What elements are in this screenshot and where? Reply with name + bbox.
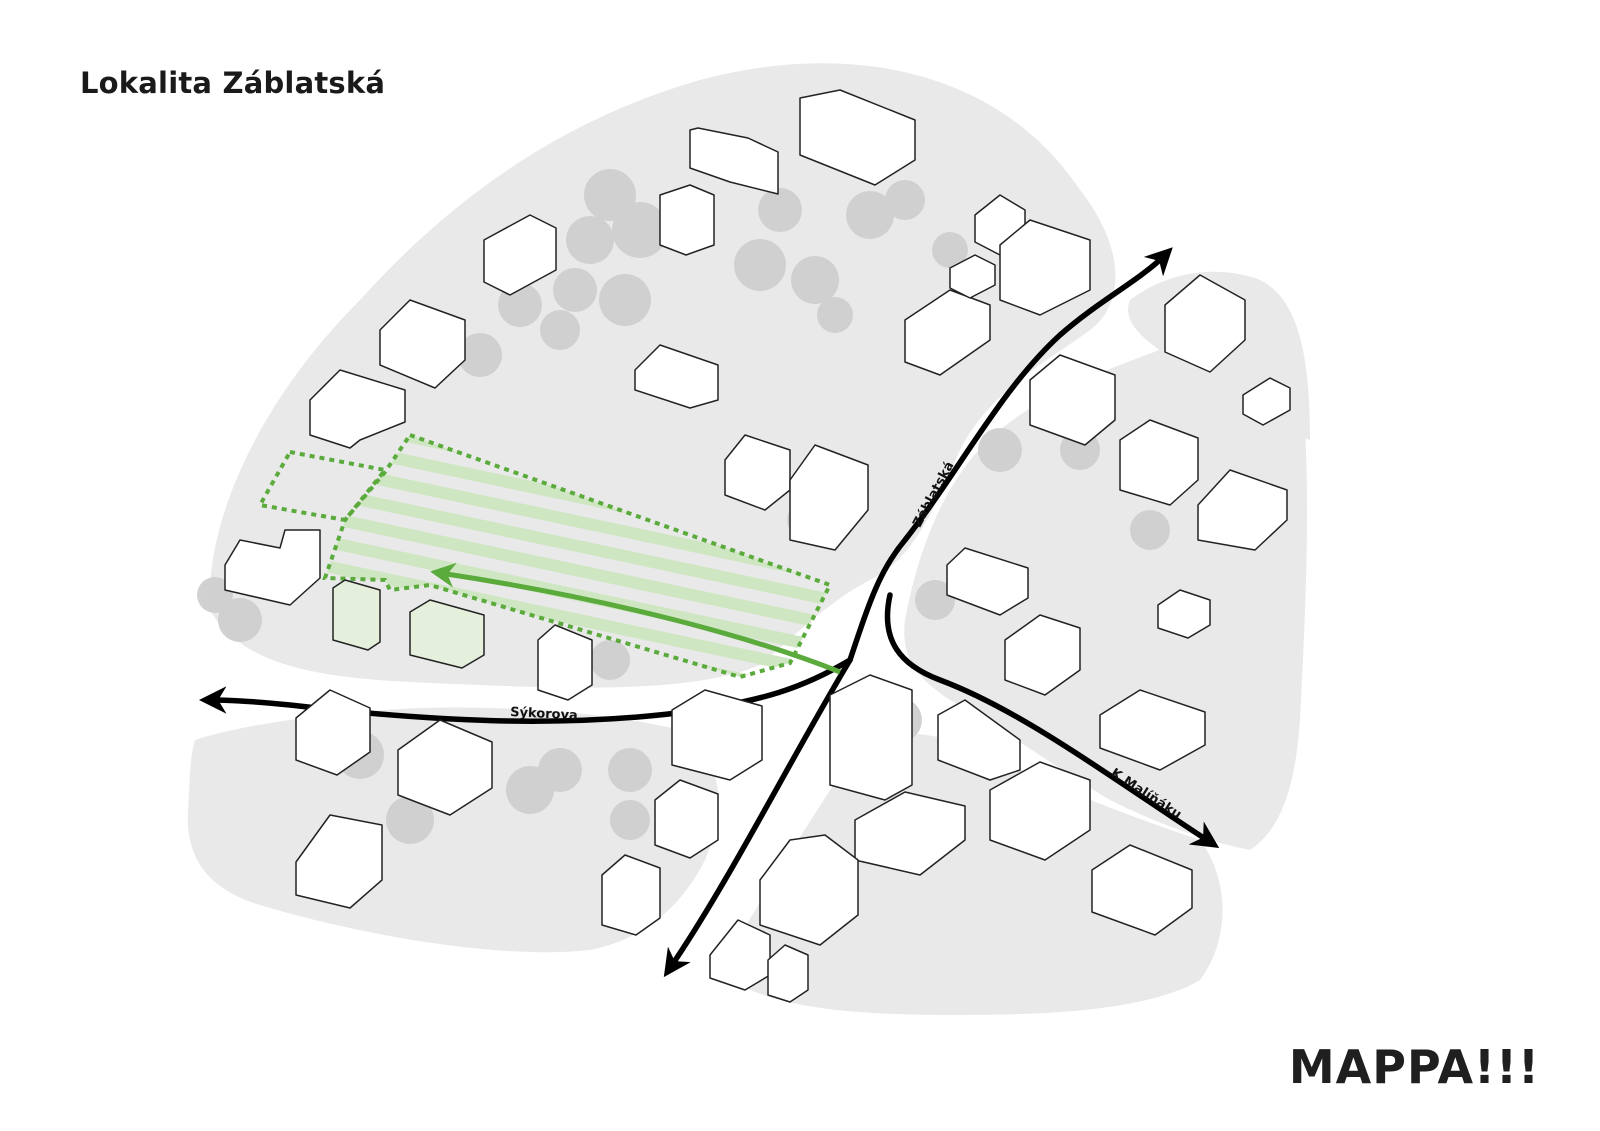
building — [989, 761, 1091, 861]
tree — [791, 256, 839, 304]
tree — [590, 640, 630, 680]
development-site — [256, 432, 833, 680]
building — [332, 579, 381, 651]
building — [689, 127, 779, 195]
tree — [612, 202, 668, 258]
building — [601, 854, 661, 936]
building — [1242, 377, 1291, 426]
building — [937, 699, 1021, 781]
building — [799, 89, 916, 186]
tree — [610, 800, 650, 840]
building — [654, 779, 719, 859]
building — [1157, 589, 1211, 639]
ground-zone-south — [720, 733, 1223, 1015]
building — [759, 834, 859, 946]
building — [295, 689, 371, 776]
building — [1091, 844, 1193, 936]
tree — [932, 232, 968, 268]
tree — [978, 428, 1022, 472]
road-sykorova — [199, 657, 853, 724]
building — [946, 547, 1029, 616]
building — [397, 719, 493, 816]
tree — [1130, 510, 1170, 550]
building — [1099, 689, 1206, 771]
tree — [218, 598, 262, 642]
access-arrow — [430, 562, 841, 675]
tree — [197, 577, 233, 613]
tree — [885, 180, 925, 220]
tree — [915, 580, 955, 620]
tree — [817, 297, 853, 333]
building — [379, 299, 466, 389]
road-network — [199, 247, 1220, 978]
building — [659, 184, 715, 256]
building — [671, 689, 763, 781]
building — [1197, 469, 1288, 551]
tree — [758, 188, 802, 232]
tree — [540, 310, 580, 350]
building — [999, 219, 1091, 316]
tree — [386, 796, 434, 844]
tree — [538, 748, 582, 792]
buildings — [224, 89, 1291, 1003]
building — [295, 814, 383, 909]
building — [309, 369, 406, 449]
building — [904, 289, 991, 376]
tree — [608, 748, 652, 792]
building — [483, 214, 557, 296]
tree — [599, 274, 651, 326]
building — [709, 919, 771, 991]
road-k-malinaku — [884, 592, 1220, 849]
building — [1119, 419, 1199, 506]
road-zablatska-south — [663, 657, 853, 978]
street-label-sykorova: Sýkorova — [510, 705, 578, 724]
tree — [734, 239, 786, 291]
road-zablatska — [847, 247, 1173, 663]
tree — [846, 191, 894, 239]
hatched-site-area — [322, 432, 833, 680]
page-title: Lokalita Záblatská — [80, 66, 386, 100]
building — [949, 254, 996, 299]
building — [634, 344, 719, 409]
building — [1164, 274, 1246, 373]
building — [829, 674, 913, 801]
tree — [458, 333, 502, 377]
building — [409, 599, 485, 669]
building — [224, 529, 321, 606]
building — [767, 944, 809, 1003]
tree — [553, 268, 597, 312]
building — [789, 444, 869, 551]
building — [537, 624, 593, 701]
tree — [566, 216, 614, 264]
site-outline-west — [256, 449, 389, 523]
building — [1004, 614, 1081, 696]
building — [1029, 354, 1116, 446]
brand-logo: MAPPA!!! — [1288, 1040, 1540, 1094]
